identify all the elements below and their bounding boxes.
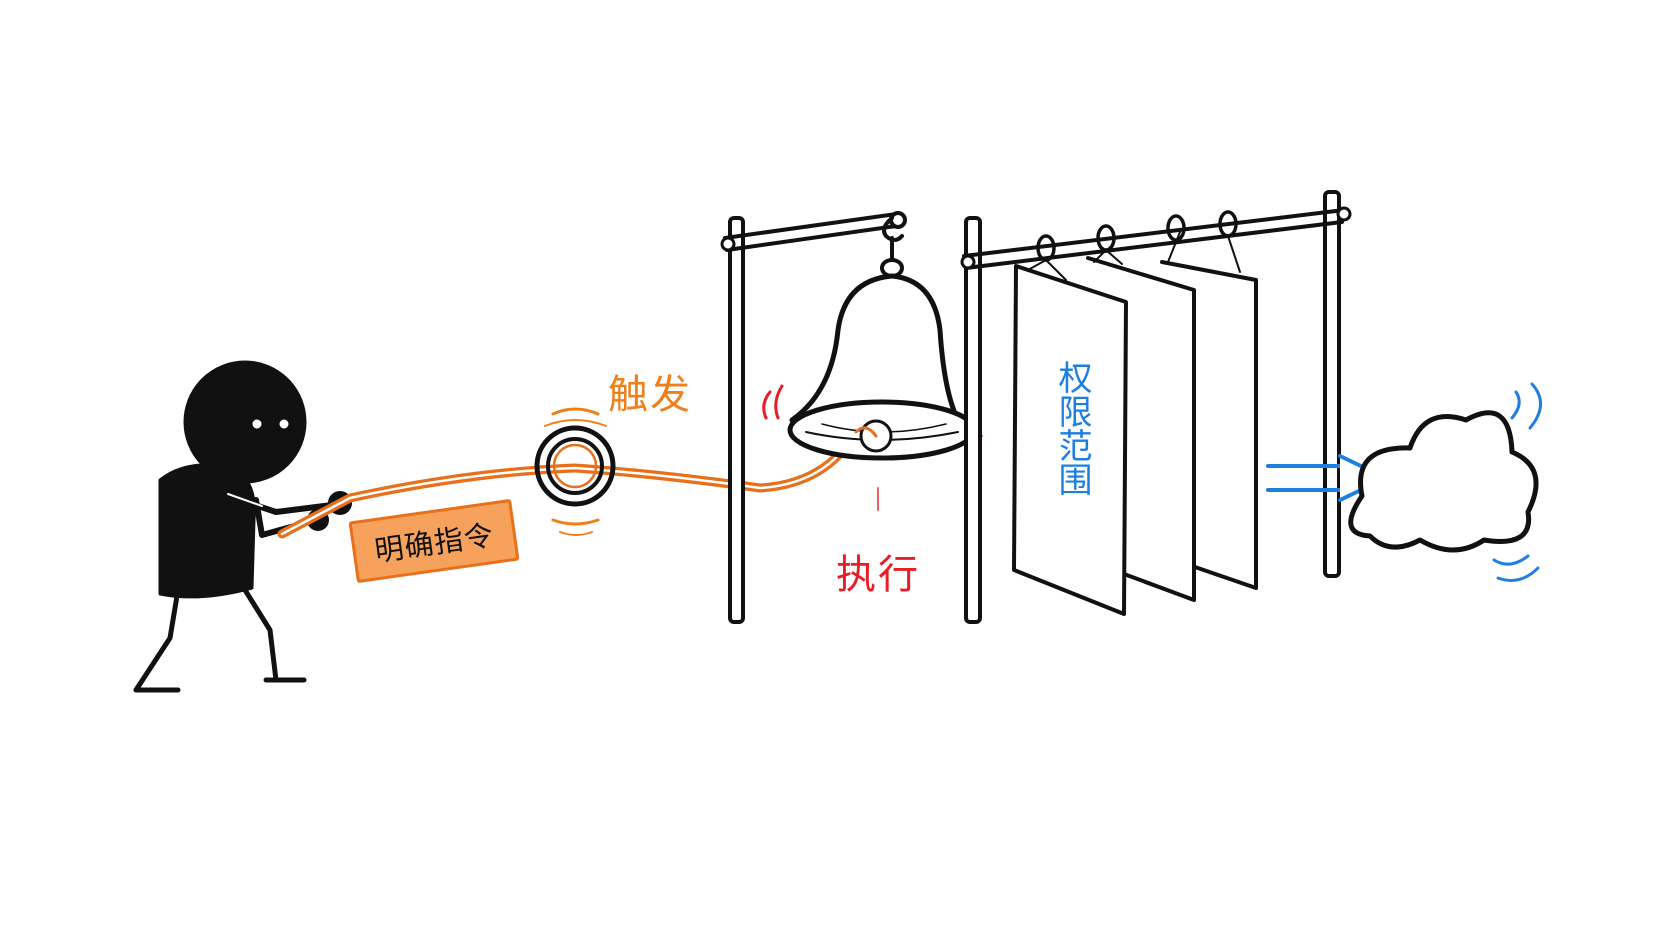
command-tag-label: 明确指令 [372,517,497,569]
bell-frame [720,211,907,624]
trigger-label: 触发 [608,372,692,418]
ring [534,407,616,536]
bell [762,273,983,511]
stick-figure-person [133,360,352,693]
cloud [1348,382,1542,582]
execute-label: 执行 [836,552,920,598]
panel-frame [960,190,1352,624]
pull-rope [277,427,861,539]
scope-label: 权限范围 [1052,360,1092,496]
hanging-panels [1012,210,1258,616]
